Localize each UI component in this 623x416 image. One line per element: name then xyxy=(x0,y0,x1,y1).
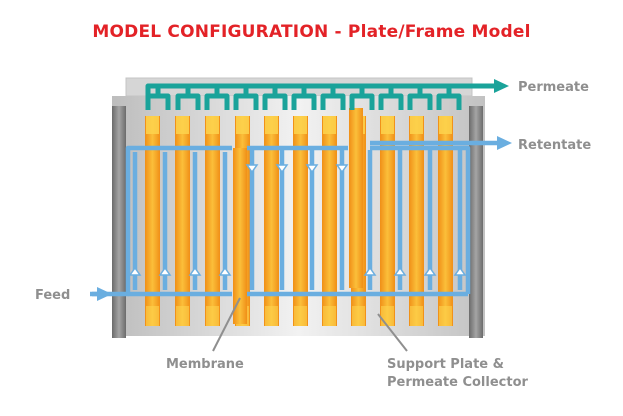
support-plate xyxy=(145,116,160,326)
feed-label: Feed xyxy=(35,288,70,303)
plate-bottom-highlight xyxy=(381,306,394,326)
top-manifold-right xyxy=(370,145,471,294)
diagram-title: MODEL CONFIGURATION - Plate/Frame Model xyxy=(92,22,531,42)
flow-arrow-down xyxy=(245,164,259,174)
plate-top-highlight xyxy=(323,116,336,134)
plate-bottom-highlight xyxy=(265,306,278,326)
feed-retentate-flow xyxy=(90,136,512,301)
plate-bottom-highlight xyxy=(352,306,365,326)
plate-top-highlight xyxy=(236,116,249,134)
flow-arrow-down xyxy=(275,164,289,174)
support-plate xyxy=(293,116,308,326)
support-plate-label-line1: Support Plate & xyxy=(387,357,504,372)
feed-inlet-path xyxy=(101,145,232,297)
plate-top-highlight xyxy=(410,116,423,134)
membrane-plate xyxy=(233,148,247,324)
retentate-label: Retentate xyxy=(518,138,591,153)
support-plate xyxy=(438,116,453,326)
permeate-collector xyxy=(145,79,509,110)
plate-bottom-highlight xyxy=(410,306,423,326)
plate-bottom-highlight xyxy=(206,306,219,326)
support-plates xyxy=(145,108,453,326)
support-plate xyxy=(264,116,279,326)
plate-top-highlight xyxy=(206,116,219,134)
plate-bottom-highlight xyxy=(439,306,452,326)
flow-arrow-up xyxy=(218,266,232,276)
flow-arrow-down xyxy=(335,164,349,174)
plate-bottom-highlight xyxy=(146,306,159,326)
plate-top-highlight xyxy=(294,116,307,134)
plate-bottom-highlight xyxy=(323,306,336,326)
plate-top-highlight xyxy=(265,116,278,134)
permeate-label: Permeate xyxy=(518,80,589,95)
flow-arrow-down xyxy=(305,164,319,174)
support-plate xyxy=(380,116,395,326)
membrane-leader-line xyxy=(212,297,241,352)
right-end-plate xyxy=(469,106,483,338)
flow-arrow-up xyxy=(158,266,172,276)
plate-bottom-highlight xyxy=(176,306,189,326)
membrane-plate xyxy=(349,108,363,288)
support-plate xyxy=(322,116,337,326)
flow-arrow-up xyxy=(188,266,202,276)
support-plate xyxy=(175,116,190,326)
support-plate xyxy=(205,116,220,326)
plate-top-highlight xyxy=(176,116,189,134)
flow-arrow-up xyxy=(363,266,377,276)
plate-bottom-highlight xyxy=(294,306,307,326)
support-plate-leader-line xyxy=(377,313,408,352)
plate-top-highlight xyxy=(381,116,394,134)
support-plate-label-line2: Permeate Collector xyxy=(387,375,529,390)
flow-arrow-up xyxy=(453,266,467,276)
flow-arrow-up xyxy=(423,266,437,276)
left-end-plate xyxy=(112,106,126,338)
plate-top-highlight xyxy=(439,116,452,134)
flow-arrow-up xyxy=(128,266,142,276)
plate-top-highlight xyxy=(146,116,159,134)
support-plate xyxy=(409,116,424,326)
flow-arrow-up xyxy=(393,266,407,276)
membrane-label: Membrane xyxy=(166,357,244,372)
